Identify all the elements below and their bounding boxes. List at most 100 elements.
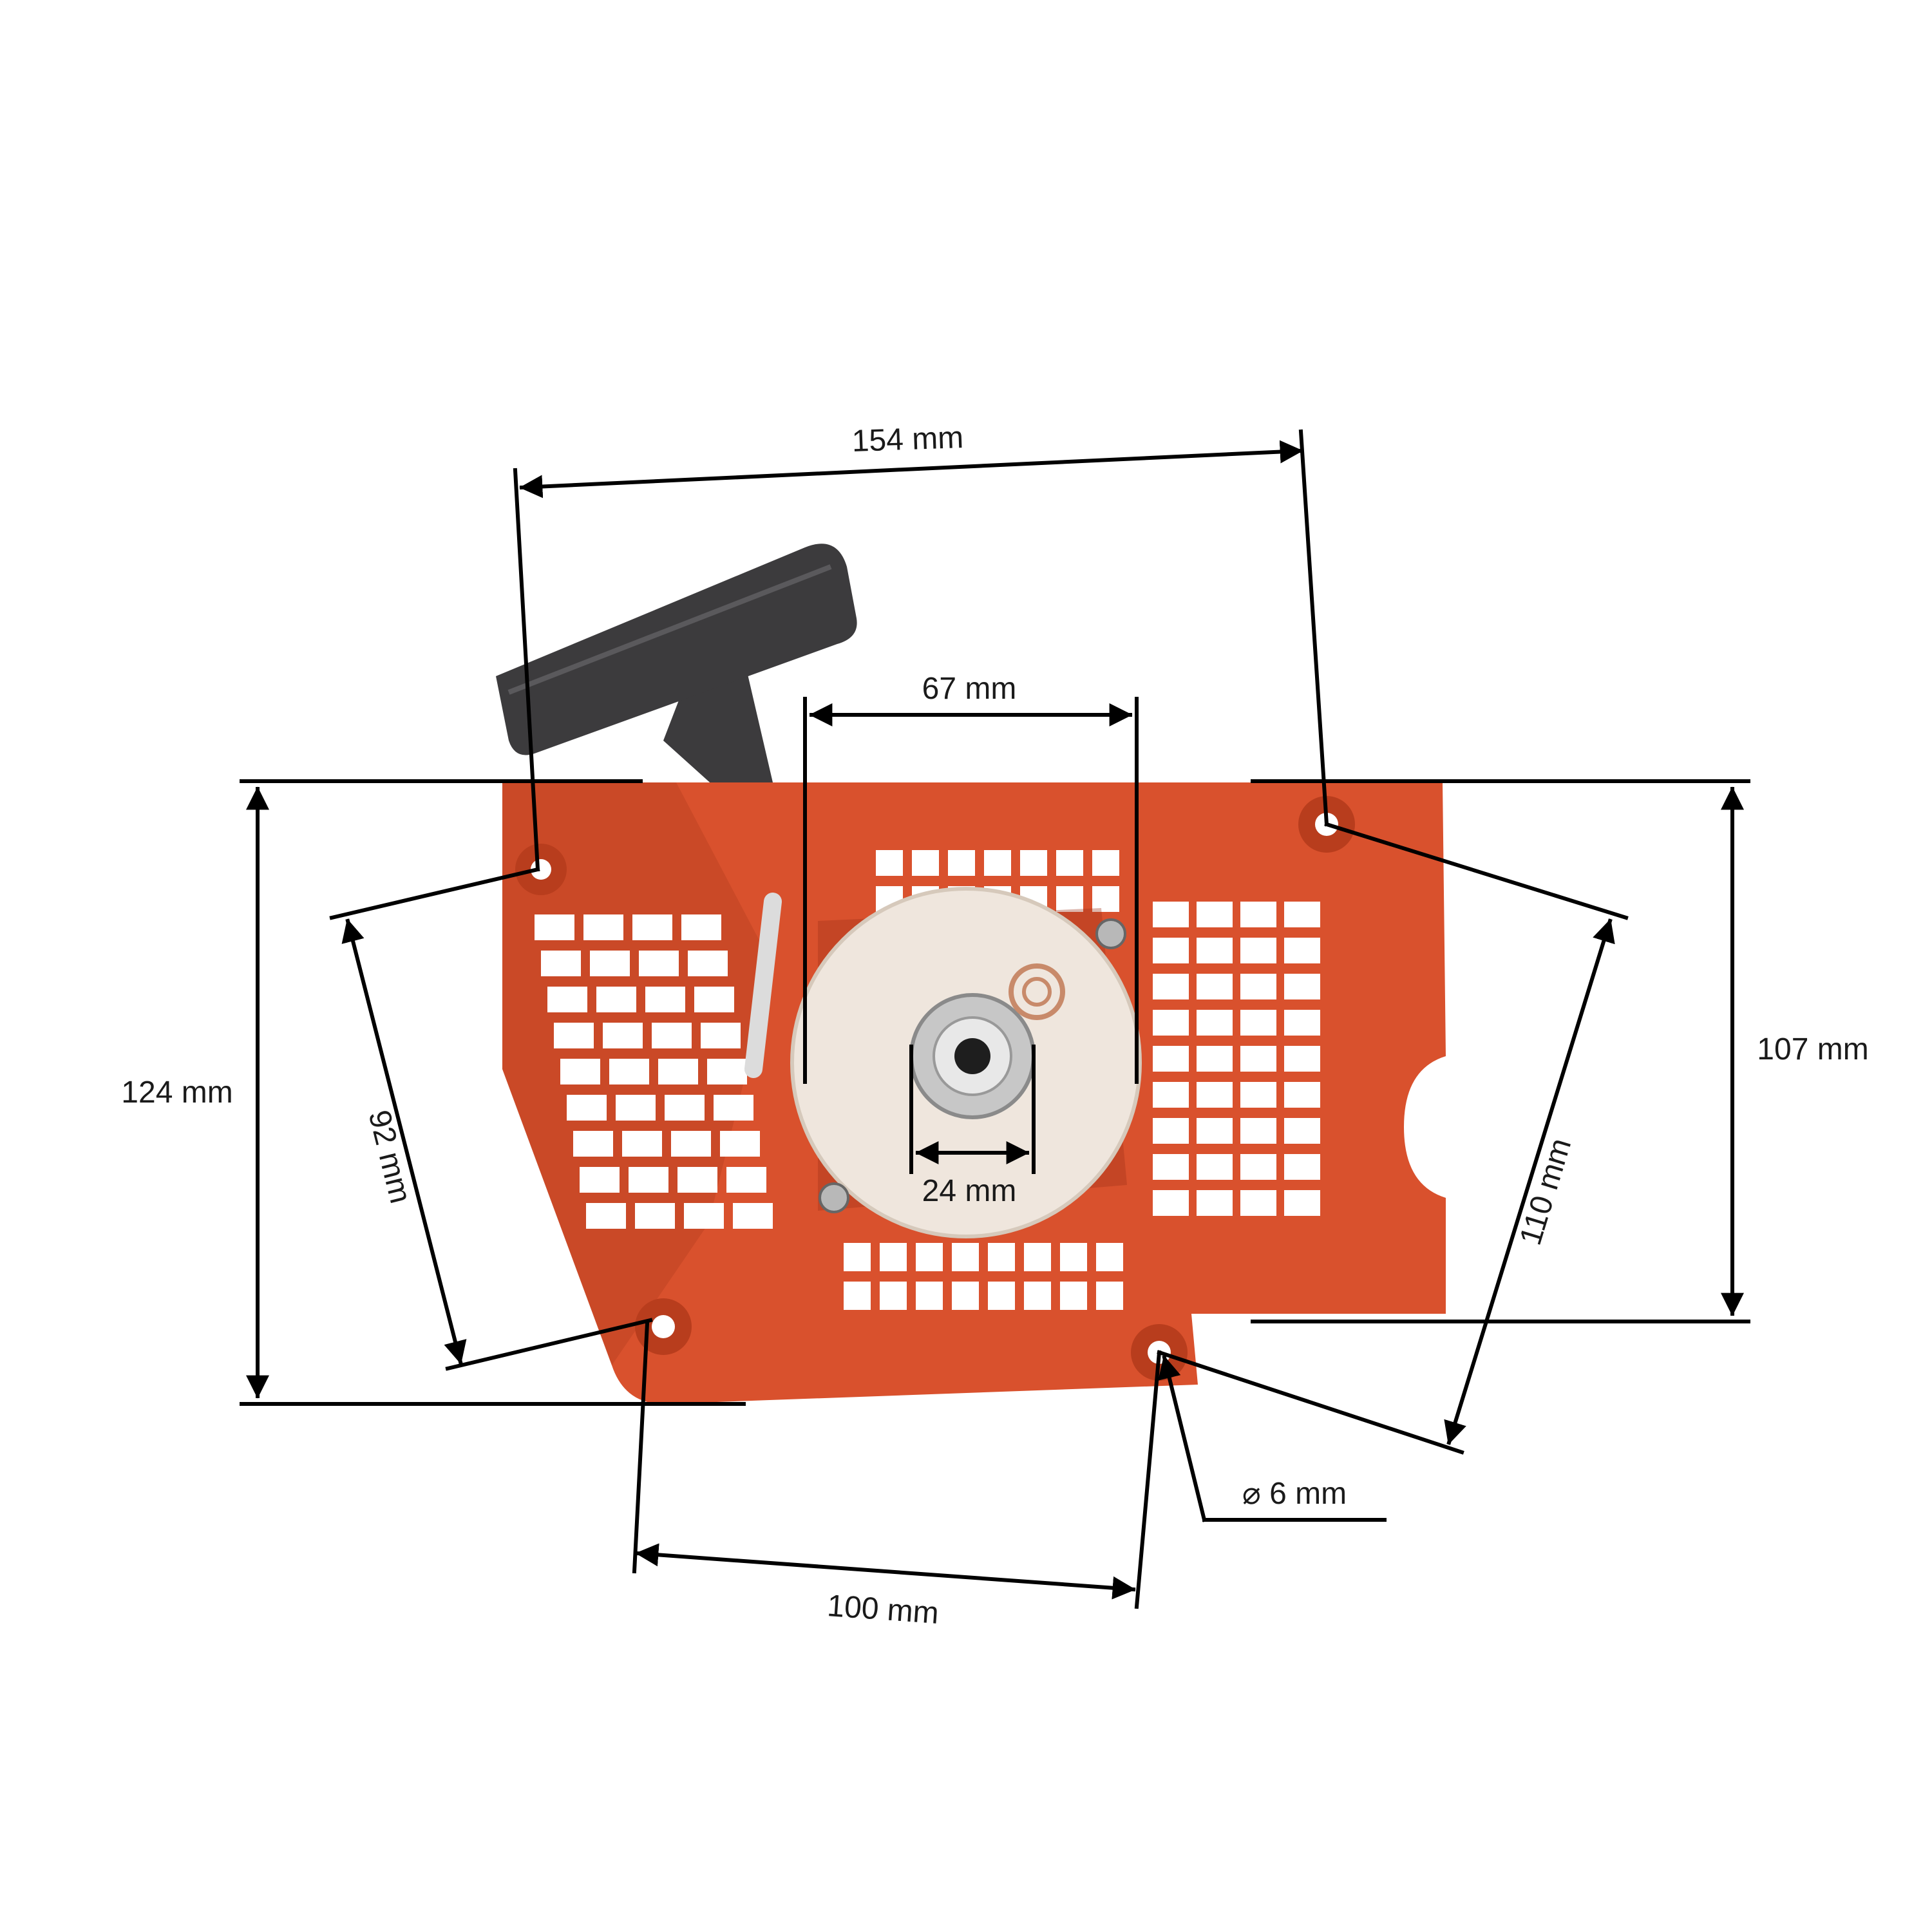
vent-slot — [665, 1095, 705, 1121]
vent-slot — [1020, 850, 1047, 876]
vent-slot — [639, 951, 679, 976]
vent-slot — [1153, 1046, 1189, 1072]
vent-slot — [586, 1203, 626, 1229]
vent-slot — [547, 987, 587, 1012]
label-right-height: 107 mm — [1757, 1032, 1868, 1066]
vent-slot — [1096, 1243, 1123, 1271]
vent-slot — [1240, 1190, 1276, 1216]
vent-slot — [912, 850, 939, 876]
vent-slot — [609, 1059, 649, 1084]
vent-slot — [948, 850, 975, 876]
vent-slot — [733, 1203, 773, 1229]
vent-slot — [1240, 1046, 1276, 1072]
vent-slot — [707, 1059, 747, 1084]
vent-slot — [988, 1282, 1015, 1310]
vent-slot — [1284, 1082, 1320, 1108]
vent-slot — [714, 1095, 753, 1121]
vent-slot — [1284, 1118, 1320, 1144]
vent-slot — [1153, 974, 1189, 999]
vent-slot — [1060, 1243, 1087, 1271]
vent-slot — [1240, 1010, 1276, 1036]
vent-slot — [984, 850, 1011, 876]
mounting-hole-top-left — [515, 844, 567, 895]
vent-slot — [952, 1243, 979, 1271]
vent-slot — [1153, 1190, 1189, 1216]
vent-slot — [1056, 886, 1083, 912]
vent-slot — [580, 1167, 620, 1193]
vent-slot — [1096, 1282, 1123, 1310]
vent-grille-bottom — [844, 1243, 1123, 1310]
vent-slot — [1197, 974, 1233, 999]
vent-slot — [1240, 974, 1276, 999]
label-left-height: 124 mm — [121, 1075, 232, 1110]
screw-bottom-left — [819, 1182, 849, 1213]
vent-slot — [1197, 1154, 1233, 1180]
vent-slot — [554, 1023, 594, 1048]
spring-coil-icon — [1009, 963, 1065, 1020]
vent-slot — [652, 1023, 692, 1048]
vent-slot — [916, 1282, 943, 1310]
starter-handle-icon — [496, 544, 857, 799]
vent-slot — [629, 1167, 668, 1193]
vent-slot — [1197, 1082, 1233, 1108]
vent-slot — [681, 914, 721, 940]
vent-slot — [596, 987, 636, 1012]
vent-slot — [1240, 938, 1276, 963]
vent-slot — [1240, 1154, 1276, 1180]
vent-slot — [1284, 974, 1320, 999]
screw-top-right — [1095, 918, 1126, 949]
vent-slot — [635, 1203, 675, 1229]
starter-rope — [744, 893, 782, 1078]
vent-slot — [726, 1167, 766, 1193]
label-overall-width: 154 mm — [851, 421, 964, 459]
vent-slot — [1284, 1154, 1320, 1180]
vent-slot — [1153, 938, 1189, 963]
vent-slot — [1092, 886, 1119, 912]
vent-slot — [1284, 1010, 1320, 1036]
vent-slot — [694, 987, 734, 1012]
vent-slot — [1197, 902, 1233, 927]
vent-grilles — [535, 850, 1320, 1310]
vent-slot — [535, 914, 574, 940]
vent-slot — [1024, 1243, 1051, 1271]
vent-slot — [1284, 902, 1320, 927]
vent-slot — [1240, 1082, 1276, 1108]
vent-slot — [988, 1243, 1015, 1271]
vent-slot — [880, 1243, 907, 1271]
vent-slot — [844, 1243, 871, 1271]
dimension-lines — [240, 429, 1750, 1609]
label-hub-diameter: 24 mm — [922, 1174, 1017, 1208]
vent-slot — [1060, 1282, 1087, 1310]
vent-slot — [603, 1023, 643, 1048]
label-hole-diameter: ⌀ 6 mm — [1242, 1477, 1347, 1511]
vent-slot — [684, 1203, 724, 1229]
vent-slot — [1197, 1190, 1233, 1216]
vent-slot — [622, 1131, 662, 1157]
vent-slot — [541, 951, 581, 976]
vent-slot — [1284, 938, 1320, 963]
vent-slot — [701, 1023, 741, 1048]
vent-slot — [1197, 1118, 1233, 1144]
vent-slot — [616, 1095, 656, 1121]
label-right-hole-spacing: 110 mm — [1513, 1135, 1578, 1249]
vent-slot — [677, 1167, 717, 1193]
vent-grille-right — [1153, 902, 1320, 1216]
vent-slot — [1240, 902, 1276, 927]
label-bottom-hole-spacing: 100 mm — [826, 1589, 940, 1631]
vent-slot — [590, 951, 630, 976]
vent-slot — [1153, 1010, 1189, 1036]
vent-slot — [1153, 1154, 1189, 1180]
vent-slot — [1153, 1082, 1189, 1108]
vent-slot — [688, 951, 728, 976]
vent-slot — [916, 1243, 943, 1271]
vent-slot — [645, 987, 685, 1012]
vent-slot — [880, 1282, 907, 1310]
vent-slot — [583, 914, 623, 940]
vent-slot — [1240, 1118, 1276, 1144]
vent-slot — [671, 1131, 711, 1157]
mounting-hole-bottom-left — [635, 1298, 692, 1355]
hub-bolt-icon — [909, 993, 1036, 1119]
vent-slot — [876, 850, 903, 876]
vent-slot — [1197, 1046, 1233, 1072]
